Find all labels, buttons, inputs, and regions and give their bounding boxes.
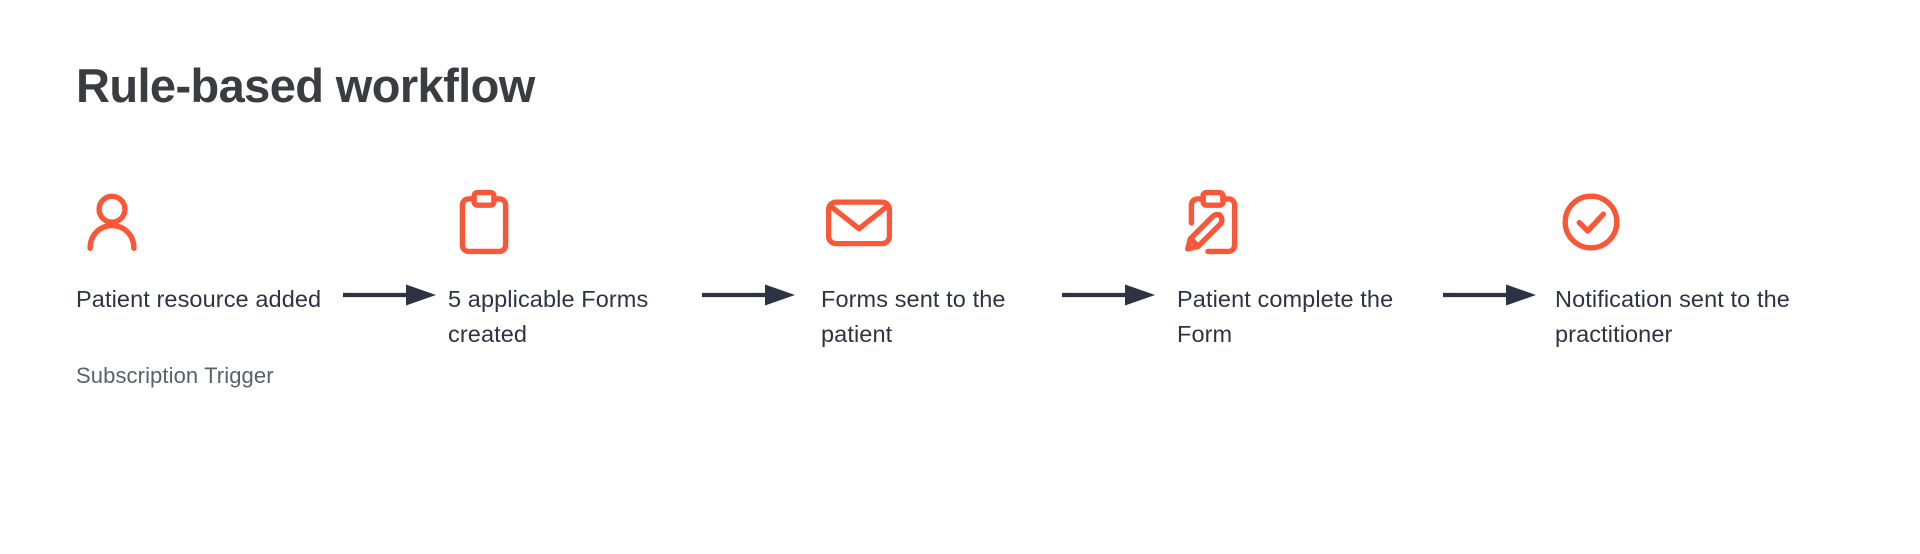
clipboard-icon (448, 186, 678, 258)
envelope-icon (821, 186, 1041, 258)
subscription-trigger-note: Subscription Trigger (76, 362, 274, 388)
workflow-step-2: 5 applicable Forms created (448, 186, 678, 351)
workflow-step-3-label: Forms sent to the patient (821, 286, 1006, 347)
workflow-step-4: Patient complete the Form (1177, 186, 1427, 351)
arrow-step2-to-step3 (701, 282, 797, 308)
page-title: Rule-based workflow (76, 59, 535, 112)
workflow-step-5-label: Notification sent to the practitioner (1555, 286, 1790, 348)
workflow-step-1-label: Patient resource added (76, 286, 322, 312)
clipboard-pen-icon (1177, 186, 1427, 258)
workflow-flow: Patient resource added Subscription Trig… (76, 186, 1876, 446)
workflow-step-1: Patient resource added Subscription Trig… (76, 186, 322, 391)
workflow-step-3: Forms sent to the patient (821, 186, 1041, 351)
arrow-step1-to-step2 (342, 282, 438, 308)
arrow-step3-to-step4 (1061, 282, 1157, 308)
workflow-step-5: Notification sent to the practitioner (1555, 186, 1815, 353)
check-circle-icon (1555, 186, 1815, 258)
arrow-step4-to-step5 (1442, 282, 1538, 308)
workflow-step-2-label: 5 applicable Forms created (448, 286, 649, 347)
workflow-step-4-label: Patient complete the Form (1177, 286, 1394, 347)
person-icon (76, 186, 322, 258)
